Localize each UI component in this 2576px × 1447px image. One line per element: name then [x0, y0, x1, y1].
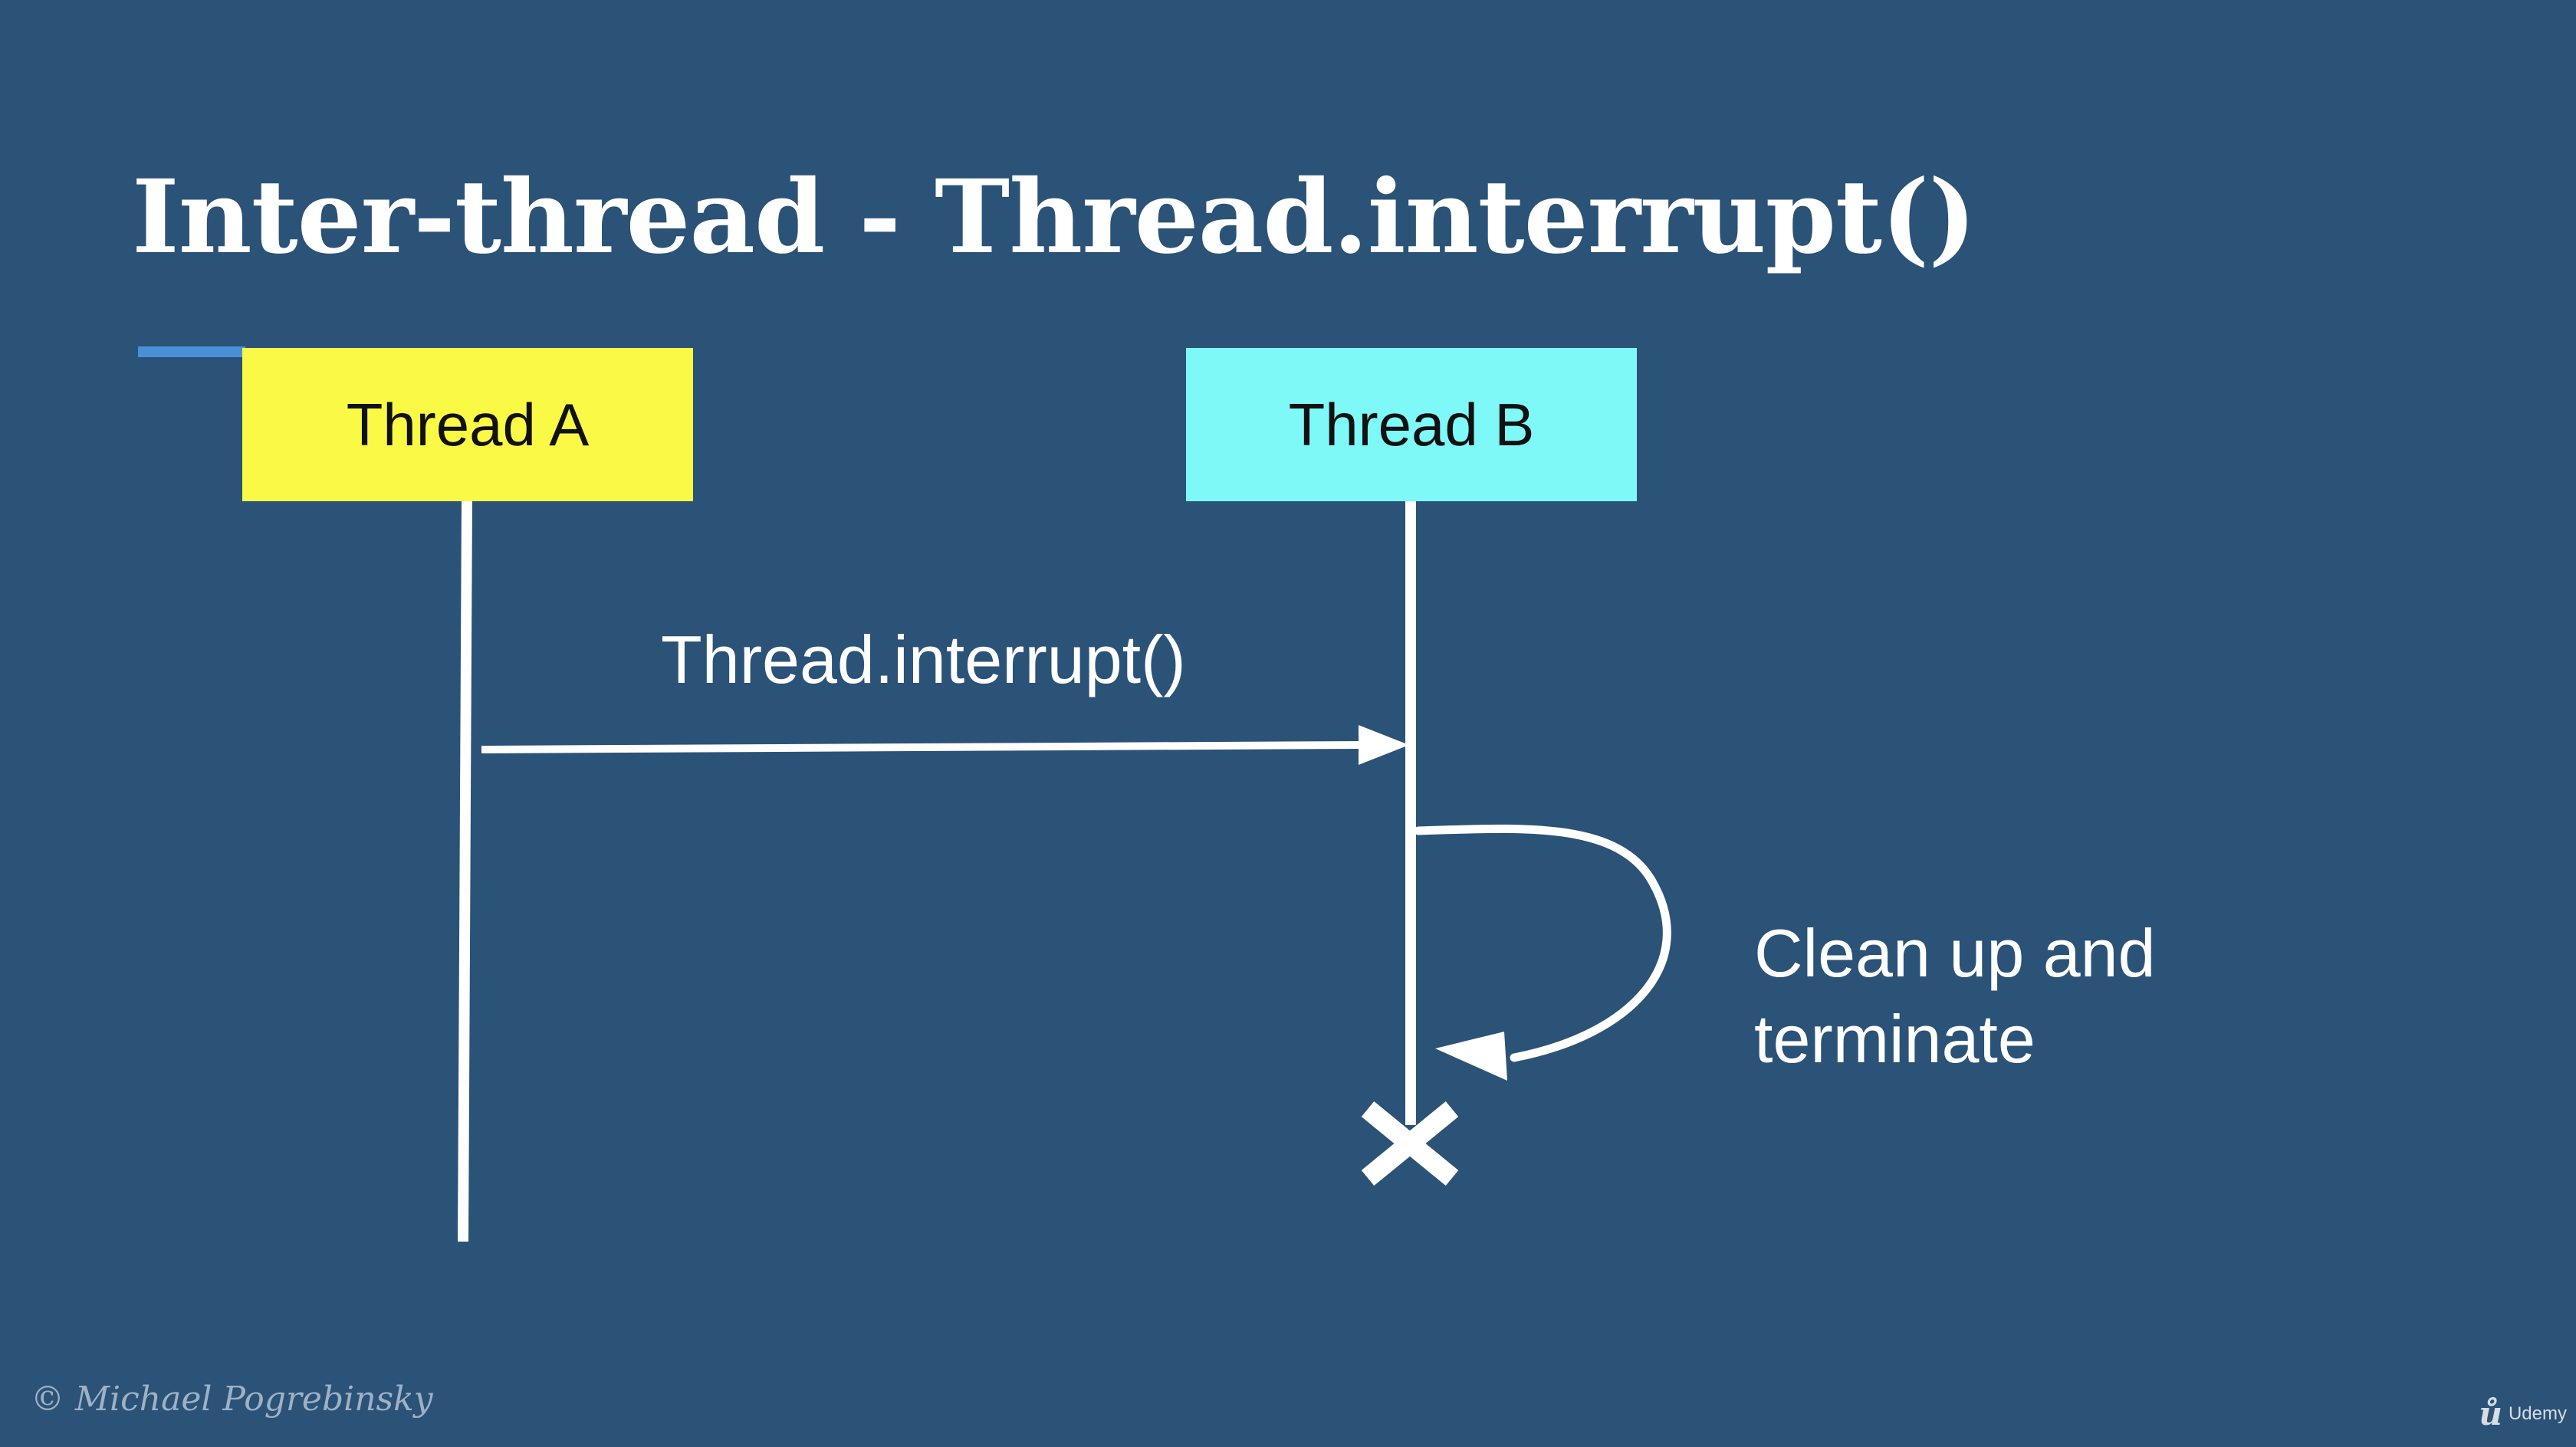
thread-a-box: Thread A — [242, 348, 693, 501]
brand-name: Udemy — [2508, 1403, 2567, 1424]
thread-a-lifeline — [458, 500, 472, 1242]
interrupt-message-label: Thread.interrupt() — [661, 622, 1186, 697]
title-accent-bar — [138, 346, 245, 357]
udemy-logo-icon: ů — [2479, 1395, 2502, 1432]
thread-b-label: Thread B — [1288, 390, 1535, 458]
self-message-label: Clean up and terminate — [1754, 911, 2156, 1082]
self-message-line-1: Clean up and — [1754, 915, 2156, 991]
thread-b-box: Thread B — [1186, 348, 1637, 501]
udemy-watermark: ů Udemy — [2479, 1398, 2567, 1430]
self-message-arrow — [1414, 824, 1671, 1081]
page-title: Inter-thread - Thread.interrupt() — [132, 158, 1976, 277]
copyright-notice: © Michael Pogrebinsky — [31, 1380, 433, 1419]
self-message-line-2: terminate — [1754, 1001, 2036, 1077]
termination-x-icon — [1361, 1101, 1459, 1186]
thread-a-label: Thread A — [346, 390, 590, 458]
interrupt-message-arrow — [481, 725, 1409, 765]
